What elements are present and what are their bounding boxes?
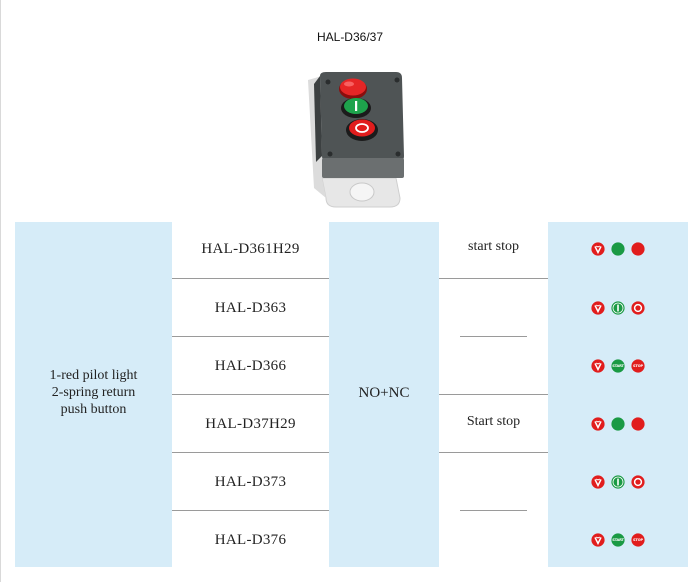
icon-group — [548, 279, 688, 337]
model-cell: HAL-D373 — [214, 473, 287, 490]
stop-label: STOP — [633, 364, 643, 368]
green-start-button-icon: START — [611, 533, 625, 547]
description-line: 1-red pilot light — [49, 368, 138, 383]
model-cell: HAL-D376 — [214, 531, 287, 548]
icon-group — [548, 395, 688, 453]
green-flush-button-icon — [611, 242, 625, 256]
row-divider — [460, 510, 527, 511]
pilot-light-icon — [591, 475, 605, 489]
row-divider — [172, 278, 329, 279]
contact-cell: NO+NC — [329, 222, 439, 567]
red-flush-button-icon — [631, 417, 645, 431]
description-cell: 1-red pilot light 2-spring return push b… — [15, 222, 172, 567]
description-line: 2-spring return — [51, 385, 136, 400]
page-title: HAL-D36/37 — [316, 30, 384, 44]
model-cell: HAL-D37H29 — [205, 415, 296, 432]
red-flush-button-icon — [631, 242, 645, 256]
red-stop-button-icon: STOP — [631, 533, 645, 547]
function-label: Start stop — [466, 414, 521, 429]
model-cell: HAL-D361H29 — [201, 240, 300, 257]
start-label: START — [612, 538, 624, 542]
row-divider — [172, 336, 329, 337]
pilot-light-icon — [591, 417, 605, 431]
row-divider — [439, 394, 548, 395]
model-cell: HAL-D363 — [214, 299, 287, 316]
green-I-button-icon — [611, 475, 625, 489]
red-stop-button-icon: STOP — [631, 359, 645, 373]
row-divider — [439, 278, 548, 279]
icon-group: START STOP — [548, 511, 688, 569]
green-I-button-icon — [611, 301, 625, 315]
start-label: START — [612, 364, 624, 368]
green-flush-button-icon — [611, 417, 625, 431]
row-divider — [172, 510, 329, 511]
page-edge-line — [0, 0, 1, 582]
row-divider — [439, 452, 548, 453]
pilot-light-icon — [591, 301, 605, 315]
control-station-photo — [308, 72, 404, 208]
row-divider — [172, 394, 329, 395]
stop-label: STOP — [633, 538, 643, 542]
icon-group — [548, 453, 688, 511]
green-start-button-icon: START — [611, 359, 625, 373]
pilot-light-icon — [591, 533, 605, 547]
red-O-button-icon — [631, 301, 645, 315]
pilot-light-icon — [591, 242, 605, 256]
icon-group: START STOP — [548, 337, 688, 395]
row-divider — [172, 452, 329, 453]
icon-group — [548, 220, 688, 278]
function-label: start stop — [468, 239, 519, 254]
red-O-button-icon — [631, 475, 645, 489]
icons-column — [548, 222, 688, 567]
pilot-light-icon — [591, 359, 605, 373]
description-line: push button — [60, 402, 127, 417]
contact-type: NO+NC — [358, 385, 410, 401]
row-divider — [460, 336, 527, 337]
model-cell: HAL-D366 — [214, 357, 287, 374]
